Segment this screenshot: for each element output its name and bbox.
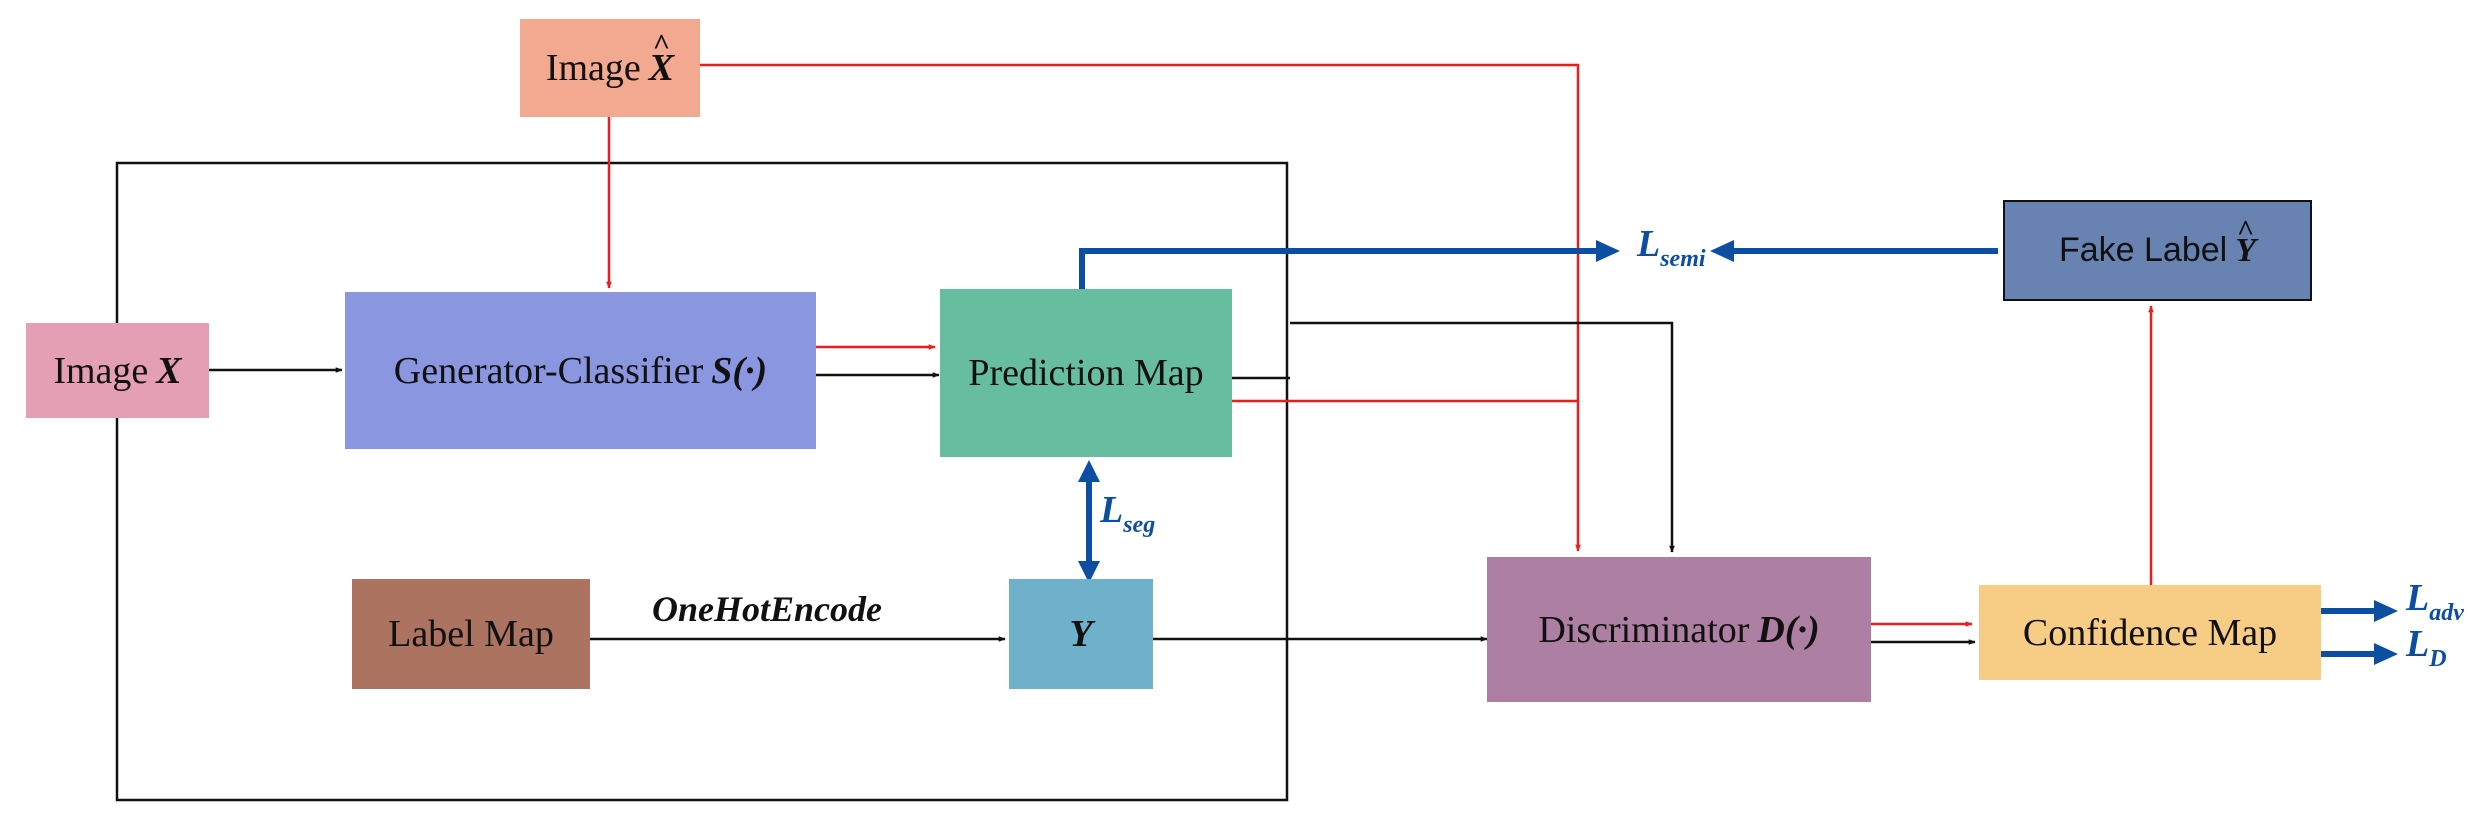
blue-arrowheads	[1078, 240, 2398, 665]
arrowhead-ld	[2374, 643, 2398, 665]
fake-label-label: Fake Label	[2058, 231, 2228, 269]
black-edges	[209, 321, 1976, 645]
image-x-label: Image	[53, 349, 149, 392]
prediction-map-node: Prediction Map	[940, 289, 1232, 457]
edge-xhat-to-discriminator	[700, 63, 1581, 552]
l-seg-sub: seg	[1123, 512, 1156, 538]
fake-label-symbol: Y	[2235, 232, 2256, 270]
l-seg-label: Lseg	[1100, 488, 1155, 539]
l-adv-label: Ladv	[2406, 576, 2464, 627]
prediction-map-label: Prediction Map	[968, 352, 1204, 394]
image-x-hat-label: Image	[545, 47, 641, 89]
l-d-main: L	[2406, 623, 2430, 665]
l-semi-main: L	[1637, 223, 1661, 265]
l-d-sub: D	[2429, 646, 2447, 672]
l-adv-sub: adv	[2429, 600, 2464, 626]
y-node: Y	[1009, 579, 1153, 689]
label-map-label: Label Map	[388, 613, 554, 655]
image-x-hat-node: Image X	[520, 19, 700, 117]
generator-classifier-symbol: S(·)	[711, 349, 768, 392]
image-x-symbol: X	[156, 349, 182, 392]
y-symbol: Y	[1069, 613, 1093, 655]
l-adv-main: L	[2406, 577, 2430, 619]
l-seg-main: L	[1100, 489, 1124, 531]
edge-prediction-to-lsemi	[1079, 248, 1600, 289]
confidence-map-label: Confidence Map	[2022, 611, 2278, 654]
generator-classifier-label: Generator-Classifier	[393, 349, 704, 392]
image-x-hat-symbol: X	[649, 46, 674, 90]
onehot-encode-label: OneHotEncode	[652, 589, 882, 629]
red-edges	[606, 63, 2154, 627]
confidence-map-node: Confidence Map	[1979, 585, 2321, 680]
l-d-label: LD	[2406, 622, 2447, 673]
discriminator-node: Discriminator D(·)	[1487, 557, 1871, 702]
arrowhead-lseg-up	[1078, 460, 1100, 482]
label-map-node: Label Map	[352, 579, 590, 689]
blue-edges	[1079, 248, 2380, 657]
l-semi-sub: semi	[1660, 246, 1706, 272]
fake-label-node: Fake Label Y	[2003, 200, 2312, 301]
arrowhead-lseg-down	[1078, 561, 1100, 583]
generator-classifier-node: Generator-Classifier S(·)	[345, 292, 816, 449]
edge-frame-to-discriminator	[1290, 321, 1675, 553]
image-x-node: Image X	[26, 323, 209, 418]
arrowhead-lsemi-left	[1710, 240, 1734, 262]
arrowhead-ladv	[2374, 600, 2398, 622]
discriminator-symbol: D(·)	[1757, 608, 1820, 651]
discriminator-label: Discriminator	[1538, 608, 1750, 651]
l-semi-label: Lsemi	[1637, 222, 1706, 273]
arrowhead-lsemi-right	[1596, 240, 1620, 262]
batch-frame	[115, 161, 1289, 802]
